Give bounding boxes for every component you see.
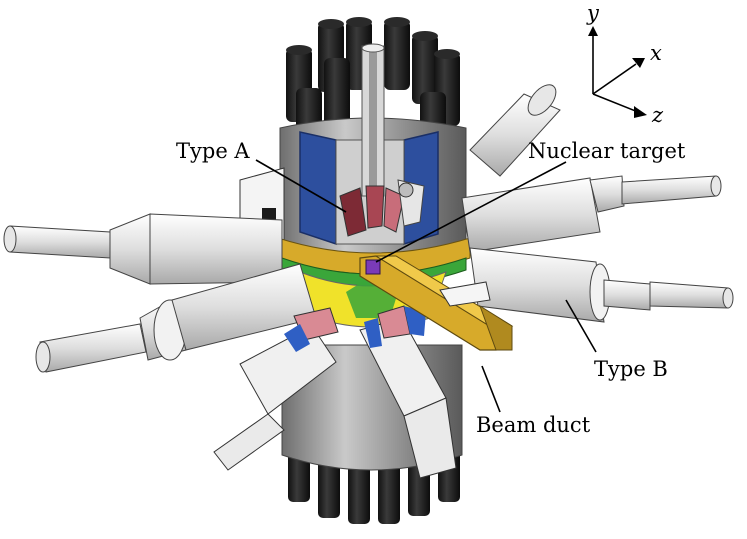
label-beam-duct: Beam duct	[476, 413, 591, 437]
label-type-a: Type A	[176, 139, 250, 163]
label-nuclear-target: Nuclear target	[528, 139, 686, 163]
front-lower-detectors	[213, 305, 457, 479]
axis-x-label: x	[650, 41, 662, 65]
type-a-crystals	[339, 179, 425, 237]
axis-y-label: y	[586, 1, 600, 25]
label-type-b: Type B	[594, 357, 668, 381]
nuclear-target-shape	[365, 259, 381, 275]
right-detectors	[461, 84, 734, 323]
central-tube	[361, 43, 385, 197]
beam-duct-shape	[359, 255, 514, 351]
axis-z-label: z	[651, 103, 664, 127]
axis-arrows	[588, 26, 647, 118]
axis-triad: y x z	[586, 1, 664, 127]
left-detectors	[3, 213, 317, 373]
label-leaders	[255, 159, 597, 413]
